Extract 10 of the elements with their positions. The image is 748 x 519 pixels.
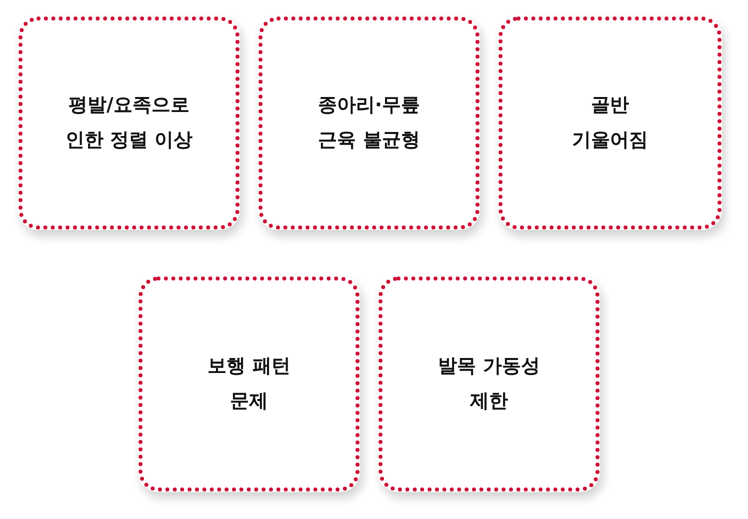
card-text: 발목 가동성 제한 — [437, 354, 541, 414]
dotted-card — [138, 276, 360, 492]
card-text: 보행 패턴 문제 — [206, 354, 292, 414]
dotted-card — [258, 16, 480, 230]
card-text: 종아리·무릎 근육 불균형 — [316, 92, 422, 153]
card-text: 골반 기울어짐 — [571, 92, 649, 153]
card-text: 평발/요족으로 인한 정렬 이상 — [64, 92, 194, 153]
dotted-card — [498, 16, 722, 230]
dotted-card — [378, 276, 600, 492]
dotted-card — [18, 16, 240, 230]
